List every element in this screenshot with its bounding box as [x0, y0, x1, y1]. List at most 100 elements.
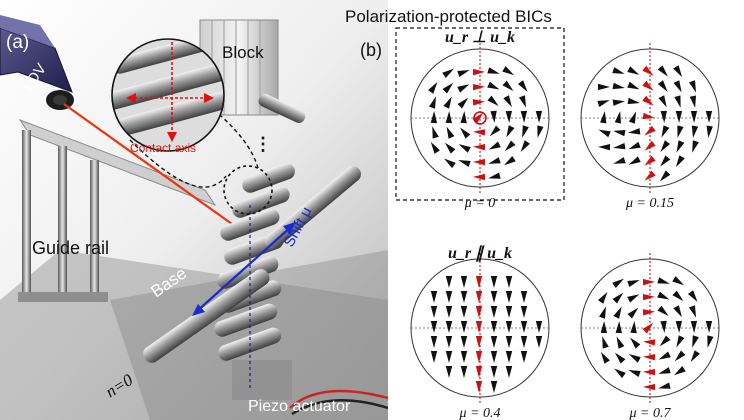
field-arrow [644, 140, 656, 151]
field-arrow [598, 143, 611, 151]
field-arrow [661, 125, 670, 138]
field-arrow [505, 336, 513, 348]
field-arrow [627, 66, 640, 75]
field-arrow [460, 127, 471, 139]
panel-b-title: Polarization-protected BICs [345, 7, 552, 26]
field-arrow [472, 83, 485, 91]
field-arrow [657, 277, 670, 284]
zoom-inset [111, 38, 225, 152]
field-arrow [505, 110, 512, 123]
field-arrow [432, 126, 439, 139]
field-arrow [658, 95, 667, 108]
field-arrow [642, 112, 655, 120]
field-arrow [690, 350, 700, 363]
field-arrow [430, 291, 438, 303]
ellipsis-mark: ⋮ [254, 134, 272, 154]
field-arrow [657, 80, 668, 92]
field-arrow [430, 336, 438, 348]
field-arrow [613, 129, 626, 137]
field-arrow [442, 82, 454, 94]
field-arrow [672, 290, 684, 302]
field-arrow [675, 110, 683, 123]
field-arrow [429, 96, 436, 109]
field-arrow [642, 65, 654, 76]
field-arrow [443, 96, 452, 109]
field-arrow [517, 80, 528, 92]
field-arrow [473, 144, 486, 151]
field-arrow [457, 70, 470, 77]
field-arrow [445, 351, 453, 363]
field-arrow [691, 125, 699, 138]
field-arrow [460, 366, 468, 378]
field-arrow [504, 140, 516, 152]
field-arrow [430, 351, 438, 363]
field-arrow [615, 321, 623, 334]
field-arrow [628, 111, 637, 124]
field-arrow [460, 111, 467, 124]
field-arrow [475, 306, 483, 318]
field-arrow [430, 141, 440, 154]
field-arrow [673, 65, 683, 78]
field-arrow [505, 306, 513, 318]
field-arrow [506, 125, 515, 138]
field-arrow [473, 158, 486, 166]
field-arrow [430, 111, 438, 124]
field-arrow [705, 320, 713, 333]
field-arrow [613, 142, 626, 150]
field-plot: μ = 0.4u_r ∥ u_k [410, 245, 550, 420]
field-arrow [475, 351, 483, 363]
field-arrow [627, 307, 639, 319]
field-arrow [535, 336, 543, 348]
field-arrow [602, 336, 609, 349]
field-arrow [660, 155, 671, 167]
field-arrow [690, 110, 698, 123]
piezo-label: Piezo actuator [248, 398, 351, 415]
field-arrow [676, 140, 685, 153]
field-arrow [488, 172, 501, 179]
field-arrow [520, 351, 528, 363]
field-arrow [687, 290, 698, 302]
field-arrow [430, 306, 438, 318]
field-arrow [597, 100, 610, 107]
field-arrow [613, 157, 626, 164]
field-arrow [630, 321, 637, 334]
panel-b-label: (b) [360, 40, 382, 60]
field-arrow [502, 80, 514, 92]
field-arrow [628, 354, 641, 363]
relation-label: u_r ∥ u_k [448, 245, 512, 262]
field-arrow [475, 366, 483, 378]
field-arrow [628, 128, 641, 135]
field-arrow [460, 351, 468, 363]
field-arrow [689, 80, 696, 93]
field-arrow [614, 368, 626, 379]
field-arrow [706, 125, 713, 138]
field-arrow [628, 369, 641, 378]
panel-b: Polarization-protected BICs (b) μ = 0u_r… [345, 7, 720, 420]
field-arrow [643, 368, 656, 376]
field-arrow [674, 350, 686, 362]
field-arrow [642, 322, 654, 334]
block-label: Block [222, 43, 264, 62]
field-arrow [660, 110, 667, 123]
field-arrow [490, 381, 498, 393]
field-arrow [460, 336, 468, 348]
field-arrow [445, 276, 453, 288]
field-arrow [490, 321, 498, 333]
field-arrow [707, 335, 714, 348]
contact-axis-label: Contact axis [130, 141, 196, 155]
field-arrow [460, 276, 468, 288]
field-plot: μ = 0u_r ⊥ u_k [410, 29, 550, 211]
highlight-box [395, 27, 565, 201]
field-arrow [490, 291, 498, 303]
field-arrow [473, 129, 486, 136]
field-arrow [692, 335, 699, 348]
field-arrow [535, 110, 543, 123]
field-arrow [460, 306, 468, 318]
field-arrow [612, 82, 625, 90]
field-arrow [520, 306, 528, 318]
field-arrow [457, 84, 470, 93]
field-arrow [520, 336, 528, 348]
field-arrow [642, 309, 655, 316]
field-arrow [673, 80, 682, 93]
field-arrow [490, 366, 498, 378]
